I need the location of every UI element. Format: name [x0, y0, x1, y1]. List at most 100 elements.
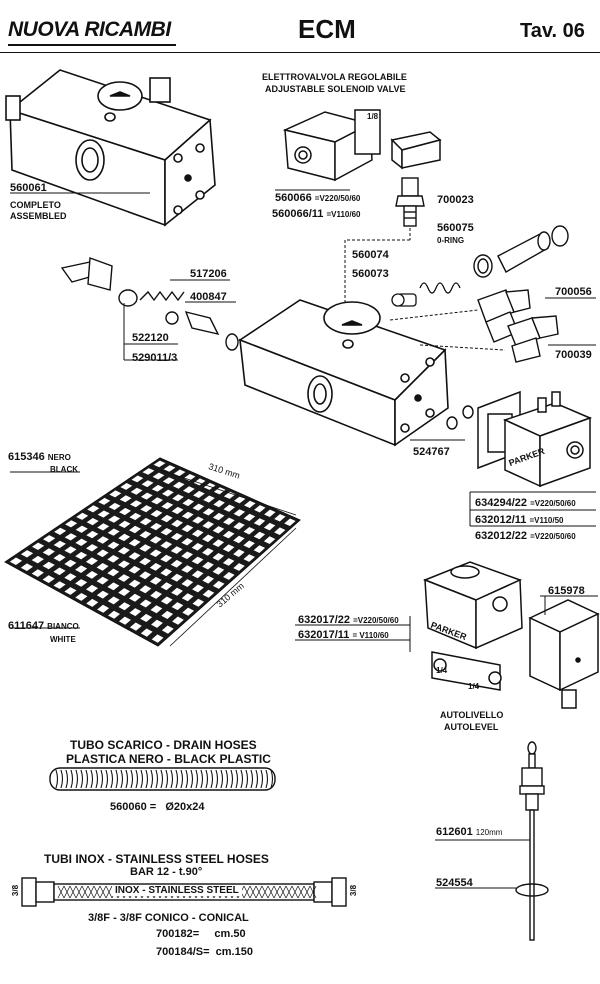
- grid-cell: [129, 622, 142, 631]
- grid-cell: [160, 554, 173, 563]
- assembled-group-block: [5, 69, 216, 227]
- drain-rib: [100, 769, 104, 789]
- part-612601: 612601 120mm: [436, 826, 503, 838]
- part-700182: 700182= cm.50: [156, 928, 246, 940]
- grid-cell: [128, 552, 141, 560]
- drain-rib: [85, 769, 89, 789]
- grid-cell: [284, 518, 296, 526]
- grid-cell: [170, 573, 183, 582]
- grid-cell: [181, 579, 194, 587]
- drain-rib: [235, 769, 239, 789]
- part-615978: 615978: [548, 585, 585, 597]
- part-560073: 560073: [352, 268, 389, 280]
- grid-cell: [142, 468, 155, 475]
- autolevel-valve: [422, 561, 523, 691]
- grid-cell: [139, 544, 152, 552]
- part-700039: 700039: [555, 349, 592, 361]
- page-title: ECM: [298, 14, 356, 44]
- drain-rib: [115, 769, 119, 789]
- drain-rib: [240, 769, 244, 789]
- drain-hose: [49, 767, 276, 791]
- part-560060: 560060 = Ø20x24: [110, 801, 205, 813]
- table-number: Tav. 06: [520, 20, 585, 42]
- grid-cell: [181, 551, 193, 560]
- grid-cell: [222, 530, 235, 539]
- grid-cell: [171, 506, 184, 515]
- grid-cell: [129, 593, 141, 602]
- brand-underline: [8, 44, 176, 46]
- grid-cell: [96, 549, 109, 558]
- grid-cell: [151, 619, 163, 628]
- grid-cell: [203, 495, 215, 503]
- grid-cell: [233, 549, 245, 557]
- grid-cell: [128, 579, 141, 588]
- braid-line: [291, 885, 299, 899]
- grid-cell: [149, 536, 162, 544]
- braid-line: [243, 885, 251, 899]
- part-560074: 560074: [352, 249, 389, 261]
- grid-cell: [163, 465, 176, 472]
- grid-cell: [42, 561, 55, 570]
- grid-cell: [20, 550, 34, 558]
- grid-cell: [202, 548, 214, 556]
- grid-cell: [152, 472, 165, 480]
- drain-rib: [105, 769, 109, 789]
- part-524554: 524554: [436, 877, 473, 889]
- grid-cell: [129, 608, 142, 617]
- drain-rib: [215, 769, 219, 789]
- grid-cell: [274, 514, 286, 522]
- drain-rib: [55, 769, 59, 789]
- grid-cell: [160, 541, 173, 549]
- grid-cell: [75, 593, 88, 601]
- braid-line: [105, 885, 113, 899]
- grid-cell: [96, 563, 109, 571]
- braid-line: [309, 885, 317, 899]
- grid-cell: [42, 548, 55, 556]
- drain-rib: [150, 769, 154, 789]
- grid-cell: [243, 527, 255, 535]
- drain-rib: [260, 769, 264, 789]
- drain-rib: [195, 769, 199, 789]
- drain-rib: [140, 769, 144, 789]
- grid-cell: [212, 512, 225, 521]
- grid-cell: [212, 539, 225, 547]
- grid-cell: [233, 522, 245, 530]
- braid-line: [63, 885, 71, 899]
- grid-cell: [75, 579, 88, 587]
- autolevel-label-en: AUTOLEVEL: [444, 722, 499, 732]
- hose-end-right: 3/8: [349, 884, 359, 897]
- drain-rib: [200, 769, 204, 789]
- braid-line: [297, 885, 305, 899]
- grid-cell: [86, 518, 99, 526]
- drain-rib: [125, 769, 129, 789]
- grid-cell: [140, 628, 153, 637]
- grid-cell: [32, 542, 45, 550]
- grid-cell: [181, 538, 193, 546]
- grid-cell: [172, 494, 184, 502]
- grid-cell: [53, 567, 66, 576]
- grid-cell: [182, 498, 195, 507]
- grid-cell: [76, 512, 89, 520]
- grid-cell: [119, 616, 131, 625]
- part-632017-22: 632017/22 =V220/50/60: [298, 614, 399, 626]
- part-400847: 400847: [190, 291, 227, 303]
- braid-line: [69, 885, 77, 899]
- grid-cell: [118, 574, 130, 582]
- grid-cell: [171, 602, 184, 611]
- grid-cell: [234, 496, 246, 504]
- grid-cell: [20, 563, 33, 571]
- grid-cell: [263, 536, 276, 544]
- grid-cell: [75, 551, 88, 560]
- grid-cell: [192, 584, 204, 593]
- part-560061: 560061: [10, 182, 47, 194]
- part-560066-11: 560066/11 =V110/60: [272, 208, 361, 220]
- drain-title-2: PLASTICA NERO - BLACK PLASTIC: [66, 752, 271, 766]
- grid-cell: [192, 516, 204, 524]
- grid-cell: [212, 526, 225, 534]
- drain-rib: [80, 769, 84, 789]
- grid-cell: [64, 559, 77, 568]
- grid-cell: [129, 512, 142, 521]
- grid-cell: [31, 569, 44, 577]
- grid-cell: [151, 634, 164, 643]
